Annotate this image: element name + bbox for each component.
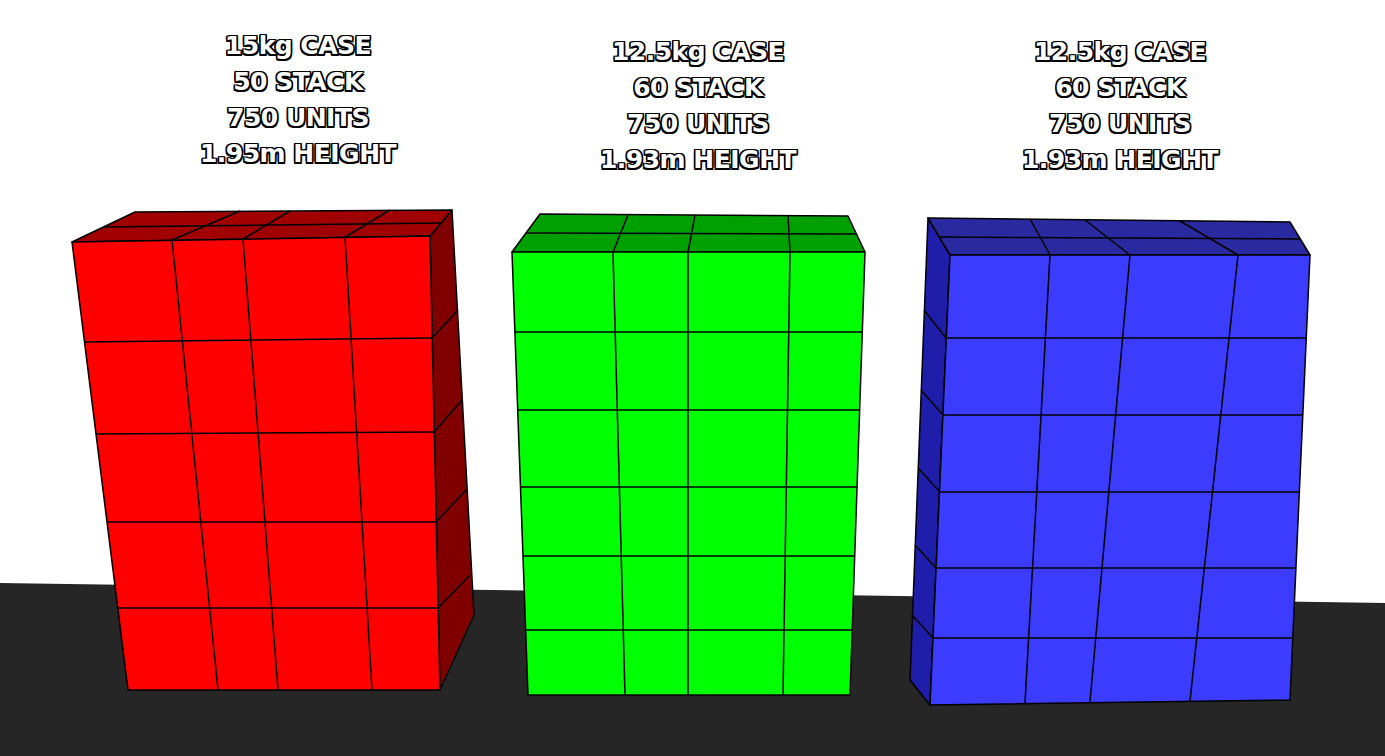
stack-spec-label: 1.93m HEIGHT xyxy=(600,142,796,178)
stack-spec-label: 60 STACK xyxy=(1055,70,1185,106)
red-stack xyxy=(72,210,474,690)
stack-spec-label: 750 UNITS xyxy=(227,100,369,136)
stack-spec-label: 750 UNITS xyxy=(1049,106,1191,142)
stack-spec-label: 1.95m HEIGHT xyxy=(200,136,396,172)
stack-spec-label: 750 UNITS xyxy=(627,106,769,142)
stack-spec-label: 50 STACK xyxy=(233,64,363,100)
stack-spec-label: 1.93m HEIGHT xyxy=(1022,142,1218,178)
stack-spec-label: 60 STACK xyxy=(633,70,763,106)
stack-spec-label: 15kg CASE xyxy=(225,28,371,64)
blue-stack xyxy=(910,218,1310,705)
stack-spec-label: 12.5kg CASE xyxy=(612,34,784,70)
stack-spec-label: 12.5kg CASE xyxy=(1034,34,1206,70)
green-stack xyxy=(512,214,865,695)
